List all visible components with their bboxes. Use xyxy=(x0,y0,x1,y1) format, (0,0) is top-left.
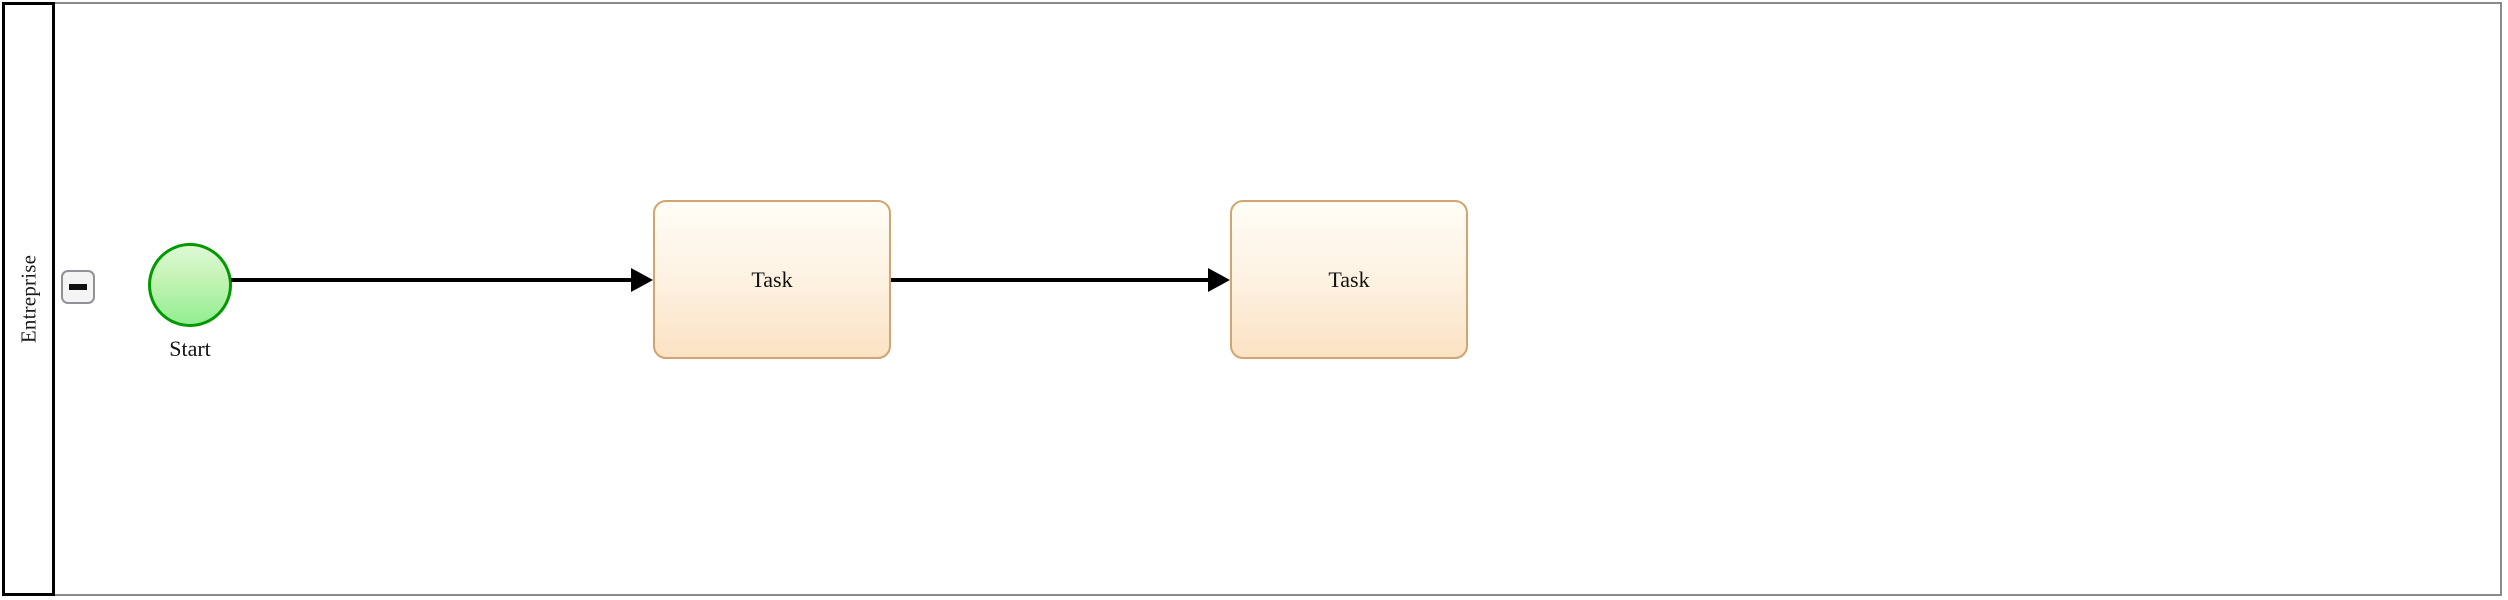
sequence-flow-1-line[interactable] xyxy=(231,278,631,282)
task-label: Task xyxy=(1328,266,1370,292)
minus-icon xyxy=(69,284,87,290)
start-event-label: Start xyxy=(169,336,211,361)
start-event-node[interactable] xyxy=(148,243,232,327)
collapse-pool-button[interactable] xyxy=(61,270,95,304)
pool-header[interactable]: Entreprise xyxy=(2,2,55,596)
sequence-flow-2-arrowhead-icon xyxy=(1208,268,1230,292)
task-node-2[interactable]: Task xyxy=(1230,200,1468,359)
sequence-flow-2-line[interactable] xyxy=(891,278,1208,282)
task-label: Task xyxy=(751,266,793,292)
pool-label: Entreprise xyxy=(16,254,40,344)
sequence-flow-1-arrowhead-icon xyxy=(631,268,653,292)
task-node-1[interactable]: Task xyxy=(653,200,891,359)
